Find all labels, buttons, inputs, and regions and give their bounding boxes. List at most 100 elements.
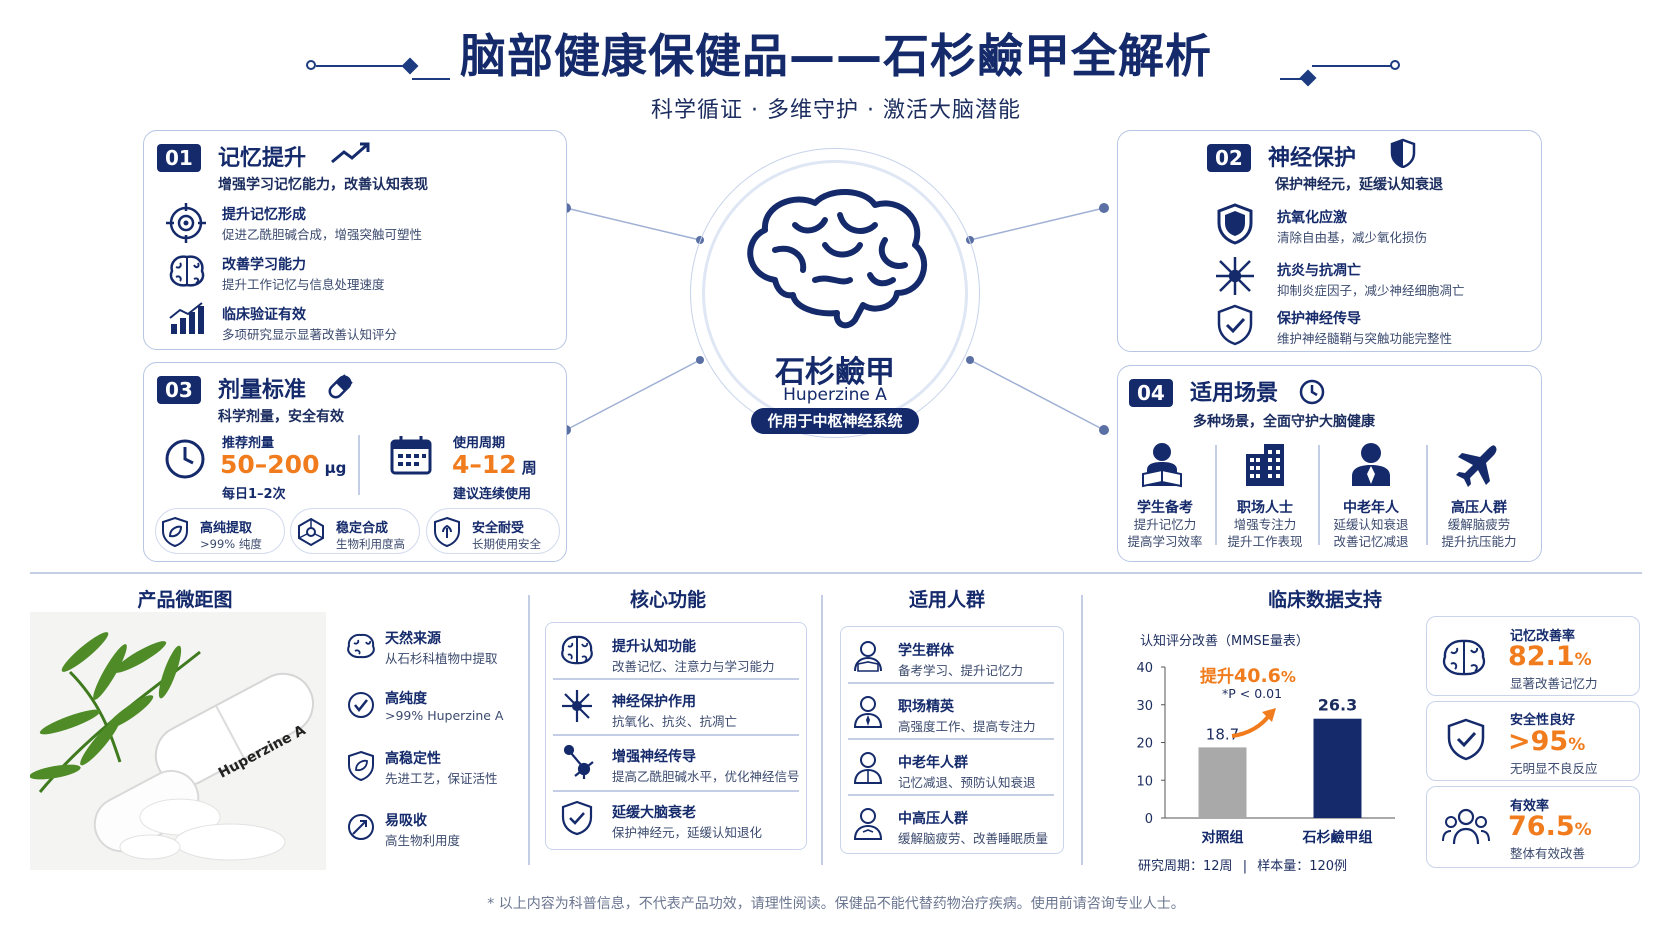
product-feature-4-desc: 高生物利用度 [385,833,461,848]
people-item-1-title: 学生群体 [898,643,954,659]
people-item-1-desc: 备考学习、提升记忆力 [898,663,1024,678]
neuro-item-2-desc: 抑制炎症因子，减少神经细胞凋亡 [1277,283,1465,298]
section-memory-header: 01 记忆提升 [157,140,306,172]
people-sep-2 [848,738,1054,740]
core-item-2-title: 神经保护作用 [612,694,696,710]
section-scene-sub: 多种场景，全面守护大脑健康 [1193,414,1375,430]
chart-y-tick-label: 30 [1136,699,1153,714]
section-dose-card [143,362,567,562]
dose-badge-2-desc: 生物利用度高 [336,537,405,551]
core-sep-1 [553,678,799,680]
group-people-icon [1442,808,1490,845]
dose-badge-3-desc: 长期使用安全 [472,537,541,551]
scene-divider-2 [1318,445,1320,545]
study-period: 研究周期：12周 [1138,859,1233,874]
chart-value-label: 26.3 [1318,696,1357,715]
stat-card-1 [1426,616,1640,696]
stat-2-label: 安全性良好 [1510,713,1576,728]
brain-core-icon [561,635,593,665]
dose-value: 50–200 [220,450,320,479]
center-name-en: Huperzine A [783,385,887,405]
brain-stat-icon [1442,639,1486,676]
stat-2-value-wrap: >95% [1508,726,1585,757]
core-title: 核心功能 [629,589,706,611]
scene-2-title: 职场人士 [1237,500,1293,516]
dose-badge-3 [426,508,560,554]
neuron-icon [1216,257,1254,295]
people-item-2-desc: 高强度工作、提高专注力 [898,719,1036,734]
student-reading-icon [1142,443,1182,488]
product-feature-2-desc: >99% Huperzine A [385,708,504,723]
business-person-icon [853,696,883,728]
product-title: 产品微距图 [137,589,233,611]
section-memory-card [143,130,567,350]
chart-y-tick-label: 20 [1136,737,1153,752]
section-memory-number: 01 [157,144,201,172]
stat-1-unit: % [1574,650,1592,670]
scene-2-desc-1: 增强专注力 [1233,517,1297,532]
stat-1-value-wrap: 82.1% [1508,641,1592,672]
bottom-divider-3 [1081,595,1083,865]
section-neuro-sub: 保护神经元，延缓认知衰退 [1275,177,1443,193]
section-divider [30,572,1642,574]
core-item-2-desc: 抗氧化、抗炎、抗凋亡 [612,714,738,729]
section-memory-title: 记忆提升 [217,146,306,171]
page-title: 脑部健康保健品——石杉鹼甲全解析 [460,29,1212,83]
pill-icon [328,374,353,399]
boost-value: 40.6 [1234,665,1281,687]
section-dose-number: 03 [157,376,201,404]
trend-up-icon [331,142,370,164]
section-dose-header: 03 剂量标准 [157,372,306,404]
deco-line-right [1312,65,1392,67]
shield-check-icon [1217,304,1253,346]
core-sep-3 [553,790,799,792]
memory-item-3-desc: 多项研究显示显著改善认知评分 [222,327,398,342]
stressed-person-icon [853,808,883,840]
scene-4-desc-2: 提升抗压能力 [1441,534,1517,549]
section-scene-header: 04 适用场景 [1129,375,1278,407]
product-photo: Huperzine A [30,612,326,870]
brain-outline-icon [347,633,375,659]
stat-1-label: 记忆改善率 [1510,629,1576,644]
people-item-2-title: 职场精英 [898,699,954,715]
scene-1-desc-2: 提高学习效率 [1127,534,1203,549]
section-memory-sub: 增强学习记忆能力，改善认知表现 [218,177,428,193]
disclaimer: * 以上内容为科普信息，不代表产品功效，请理性阅读。保健品不能代替药物治疗疾病。… [487,896,1185,912]
people-item-3-title: 中老年人群 [898,755,968,771]
deco-dot-right [1390,60,1400,70]
core-sep-2 [553,734,799,736]
check-circle-icon [348,692,374,718]
stat-3-value: 76.5 [1508,811,1575,842]
target-icon [166,203,206,243]
cycle-value-wrap: 4–12 周 [452,450,537,479]
people-title: 适用人群 [908,589,985,611]
stat-3-label: 有效率 [1510,799,1550,814]
shield-icon [1390,138,1416,168]
chart-title: 认知评分改善（MMSE量表） [1140,634,1309,649]
core-item-3-desc: 提高乙酰胆碱水平，优化神经信号 [612,769,800,784]
synapse-icon [563,744,594,779]
neuro-item-1-title: 抗氧化应激 [1277,210,1347,226]
dose-badge-1-title: 高纯提取 [200,521,253,536]
office-building-icon [1246,444,1284,486]
dose-badge-1 [155,508,285,554]
scene-1-desc-1: 提升记忆力 [1133,517,1197,532]
hexagon-molecule-icon [298,517,324,547]
product-feature-3-desc: 先进工艺，保证活性 [385,771,498,786]
dose-badge-2 [290,508,420,554]
shield-leaf-3-icon [348,750,374,782]
neuron-core-icon [562,690,592,722]
brain-icon [747,188,927,329]
boost-callout: 提升40.6% [1200,662,1296,687]
chart-category-label: 石杉鹼甲组 [1302,829,1373,846]
product-feature-3-title: 高稳定性 [385,751,441,767]
stat-1-value: 82.1 [1508,641,1575,672]
center-name: 石杉鹼甲 [775,355,895,390]
clock-icon [165,439,205,479]
airplane-icon [1456,445,1497,487]
dose-badge-3-title: 安全耐受 [472,521,525,536]
deco-line-left [316,65,406,67]
chart-bar [1198,747,1247,818]
stat-3-note: 整体有效改善 [1510,846,1586,861]
